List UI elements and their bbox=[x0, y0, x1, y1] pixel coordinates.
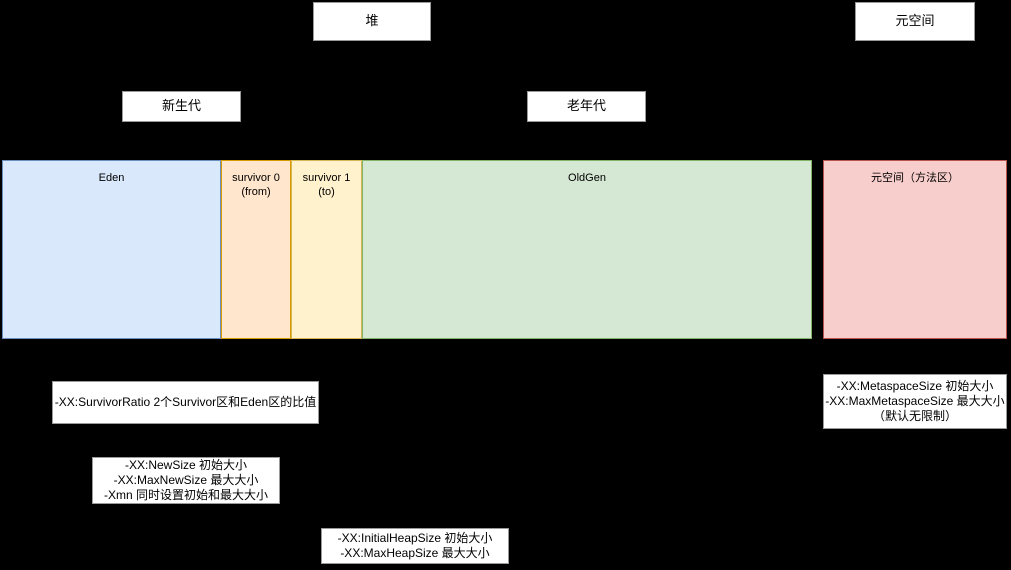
memory-region-sublabel: (to) bbox=[318, 185, 335, 198]
memory-region-label: survivor 1 bbox=[302, 172, 351, 184]
note-line: -XX:MaxHeapSize 最大大小 bbox=[340, 546, 490, 560]
note-line: -XX:MaxMetaspaceSize 最大大小 bbox=[825, 394, 1005, 408]
note-line: （默认无限制） bbox=[872, 409, 957, 423]
memory-region-label: 元空间（方法区） bbox=[871, 172, 959, 184]
memory-region-text: Eden bbox=[3, 172, 220, 186]
note-line: -XX:InitialHeapSize 初始大小 bbox=[337, 531, 493, 545]
generation-box-label: 老年代 bbox=[566, 98, 606, 114]
memory-region-sublabel: (from) bbox=[241, 185, 271, 198]
title-box-label: 元空间 bbox=[895, 13, 935, 29]
memory-region-label: survivor 0 bbox=[232, 172, 280, 184]
memory-region-text: 元空间（方法区） bbox=[824, 172, 1006, 186]
memory-region-oldgen: OldGen bbox=[362, 160, 812, 339]
memory-region-metaspace: 元空间（方法区） bbox=[823, 160, 1007, 339]
note-box-metaspace-size: -XX:MetaspaceSize 初始大小-XX:MaxMetaspaceSi… bbox=[823, 374, 1007, 429]
memory-region-survivor0: survivor 0(from) bbox=[221, 160, 291, 339]
generation-box-old: 老年代 bbox=[527, 91, 646, 122]
memory-region-eden: Eden bbox=[2, 160, 221, 339]
note-line: -XX:MetaspaceSize 初始大小 bbox=[836, 379, 994, 393]
note-box-new-size: -XX:NewSize 初始大小-XX:MaxNewSize 最大大小-Xmn … bbox=[92, 457, 280, 504]
note-line: -Xmn 同时设置初始和最大大小 bbox=[103, 488, 268, 502]
note-line: -XX:NewSize 初始大小 bbox=[124, 458, 248, 472]
memory-region-label: Eden bbox=[98, 172, 125, 184]
title-box-label: 堆 bbox=[365, 13, 379, 29]
memory-region-text: OldGen bbox=[363, 172, 811, 186]
title-box-metaspace: 元空间 bbox=[855, 2, 975, 41]
memory-region-text: survivor 1(to) bbox=[292, 172, 361, 200]
memory-region-text: survivor 0(from) bbox=[222, 172, 290, 200]
generation-box-label: 新生代 bbox=[161, 98, 201, 114]
generation-box-young: 新生代 bbox=[122, 91, 241, 122]
memory-region-label: OldGen bbox=[568, 172, 606, 184]
title-box-heap: 堆 bbox=[313, 2, 431, 41]
memory-region-survivor1: survivor 1(to) bbox=[291, 160, 362, 339]
note-line: -XX:SurvivorRatio 2个Survivor区和Eden区的比值 bbox=[54, 395, 317, 409]
note-line: -XX:MaxNewSize 最大大小 bbox=[113, 473, 259, 487]
note-box-heap-size: -XX:InitialHeapSize 初始大小-XX:MaxHeapSize … bbox=[321, 528, 509, 564]
note-box-survivor-ratio: -XX:SurvivorRatio 2个Survivor区和Eden区的比值 bbox=[52, 381, 319, 424]
